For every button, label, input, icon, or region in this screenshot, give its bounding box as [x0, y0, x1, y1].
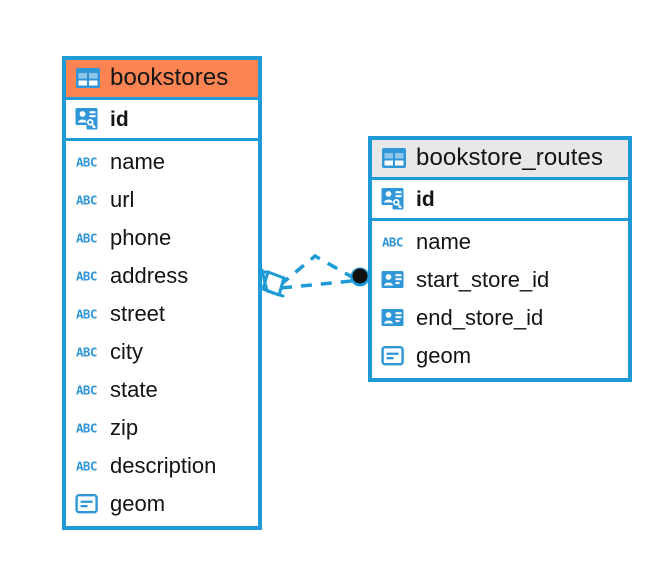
- text-abc-icon: ABC: [76, 269, 97, 284]
- field-name: name: [416, 229, 472, 254]
- text-abc-icon: ABC: [76, 193, 97, 208]
- field-name: phone: [110, 225, 172, 250]
- svg-text:ABC: ABC: [76, 193, 97, 208]
- field-row-id[interactable]: id: [372, 180, 628, 218]
- field-row-geom[interactable]: geom: [66, 485, 258, 523]
- field-name: zip: [110, 415, 139, 440]
- entity-bookstores[interactable]: bookstores id: [62, 56, 262, 530]
- field-row-street[interactable]: ABC street: [66, 295, 258, 333]
- geometry-icon: [381, 346, 404, 366]
- text-abc-icon: ABC: [76, 345, 97, 360]
- field-name: id: [110, 107, 129, 131]
- entity-title: bookstores: [110, 64, 229, 91]
- foreign-key-icon: [381, 309, 404, 326]
- field-name: name: [110, 149, 166, 174]
- svg-text:ABC: ABC: [382, 235, 403, 250]
- field-row-id[interactable]: id: [66, 100, 258, 138]
- field-row-city[interactable]: ABC city: [66, 333, 258, 371]
- field-row-address[interactable]: ABC address: [66, 257, 258, 295]
- entity-header-bookstores[interactable]: bookstores: [66, 60, 258, 97]
- field-row-url[interactable]: ABC url: [66, 181, 258, 219]
- geometry-icon: [75, 494, 98, 514]
- svg-text:ABC: ABC: [76, 155, 97, 170]
- svg-text:ABC: ABC: [76, 383, 97, 398]
- svg-text:ABC: ABC: [76, 421, 97, 436]
- relationship-line-lower: [280, 279, 353, 290]
- text-abc-icon: ABC: [76, 383, 97, 398]
- filled-circle-icon: [350, 267, 370, 287]
- svg-text:ABC: ABC: [76, 307, 97, 322]
- field-name: geom: [110, 491, 166, 516]
- text-abc-icon: ABC: [382, 235, 403, 250]
- field-name: end_store_id: [416, 305, 544, 330]
- primary-key-icon: [75, 108, 98, 130]
- primary-key-icon: [381, 188, 404, 210]
- field-name: address: [110, 263, 189, 288]
- field-name: state: [110, 377, 158, 402]
- field-name: description: [110, 453, 217, 478]
- field-row-zip[interactable]: ABC zip: [66, 409, 258, 447]
- svg-text:ABC: ABC: [76, 269, 97, 284]
- field-row-state[interactable]: ABC state: [66, 371, 258, 409]
- primary-key-section: id: [66, 97, 258, 141]
- field-row-name[interactable]: ABC name: [66, 143, 258, 181]
- text-abc-icon: ABC: [76, 231, 97, 246]
- field-name: id: [416, 187, 435, 211]
- text-abc-icon: ABC: [76, 459, 97, 474]
- primary-key-section: id: [372, 177, 628, 221]
- field-name: start_store_id: [416, 267, 550, 292]
- entity-header-bookstore-routes[interactable]: bookstore_routes: [372, 140, 628, 177]
- field-row-start-store-id[interactable]: start_store_id: [372, 261, 628, 299]
- field-name: city: [110, 339, 143, 364]
- table-icon: [382, 148, 406, 168]
- field-row-phone[interactable]: ABC phone: [66, 219, 258, 257]
- text-abc-icon: ABC: [76, 155, 97, 170]
- svg-text:ABC: ABC: [76, 459, 97, 474]
- field-name: street: [110, 301, 166, 326]
- field-row-description[interactable]: ABC description: [66, 447, 258, 485]
- text-abc-icon: ABC: [76, 421, 97, 436]
- text-abc-icon: ABC: [76, 307, 97, 322]
- foreign-key-icon: [381, 271, 404, 288]
- entity-title: bookstore_routes: [416, 144, 604, 171]
- svg-text:ABC: ABC: [76, 231, 97, 246]
- field-name: url: [110, 187, 135, 212]
- svg-text:ABC: ABC: [76, 345, 97, 360]
- field-row-geom[interactable]: geom: [372, 337, 628, 375]
- relationship-line-upper: [278, 253, 353, 287]
- field-name: geom: [416, 343, 472, 368]
- field-row-end-store-id[interactable]: end_store_id: [372, 299, 628, 337]
- entity-bookstore-routes[interactable]: bookstore_routes: [368, 136, 632, 382]
- field-row-name[interactable]: ABC name: [372, 223, 628, 261]
- table-icon: [76, 68, 100, 88]
- crows-foot-icon: [260, 268, 286, 298]
